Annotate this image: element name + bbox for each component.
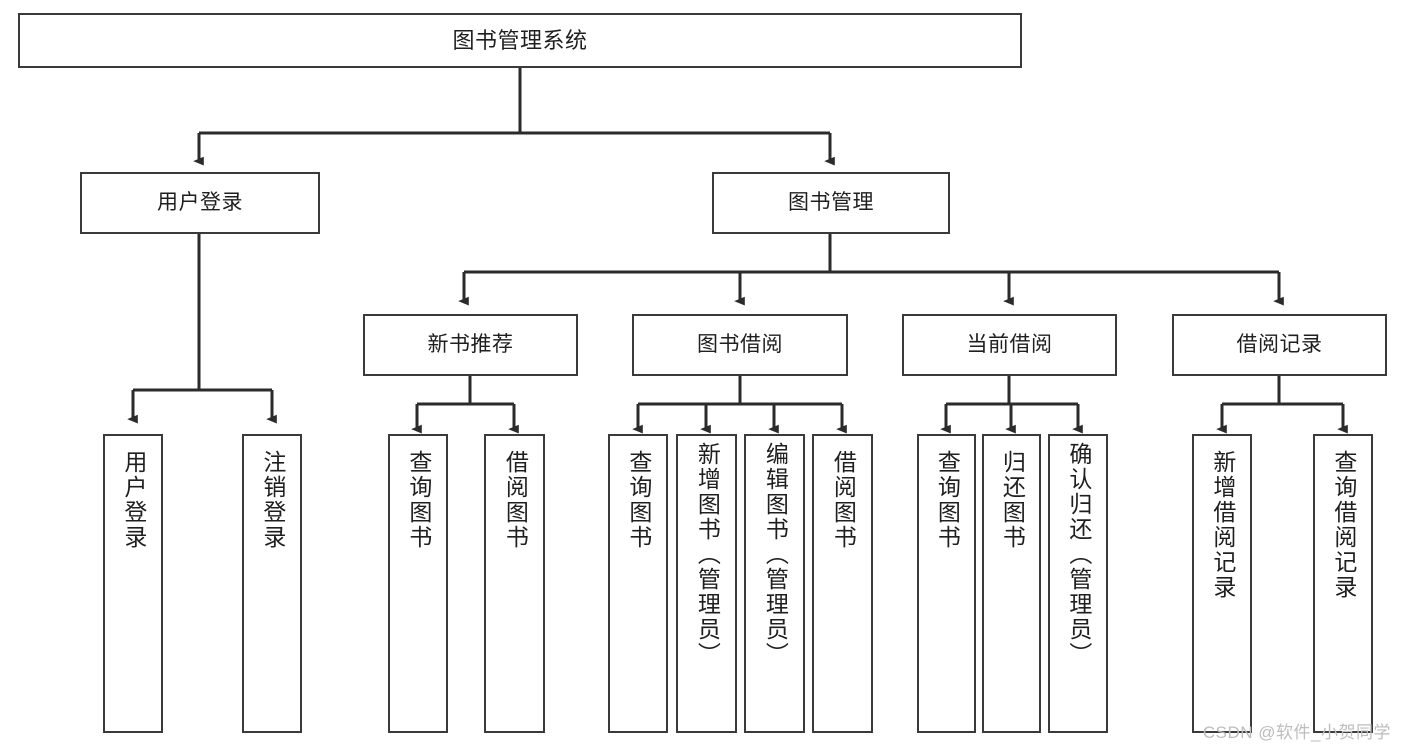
- node-current-borrowing[interactable]: 当前借阅: [902, 314, 1117, 376]
- node-label: 编辑图书（管理员）: [762, 442, 789, 667]
- node-label: 借阅图书: [830, 450, 857, 550]
- node-label: 用户登录: [120, 450, 147, 550]
- node-leaf-user-login[interactable]: 用户登录: [103, 434, 163, 733]
- node-book-borrowing[interactable]: 图书借阅: [632, 314, 848, 376]
- node-label: 新增图书（管理员）: [694, 442, 721, 667]
- node-label: 查询图书: [934, 450, 961, 550]
- node-label: 当前借阅: [966, 332, 1053, 356]
- node-label: 用户登录: [157, 190, 243, 214]
- node-label: 新书推荐: [427, 332, 514, 356]
- node-label: 图书管理系统: [452, 27, 588, 53]
- node-label: 新增借阅记录: [1209, 450, 1236, 600]
- node-leaf-borrow-books-recommendation[interactable]: 借阅图书: [484, 434, 545, 733]
- node-label: 借阅记录: [1236, 332, 1323, 356]
- node-label: 确认归还（管理员）: [1065, 442, 1092, 667]
- node-label: 注销登录: [259, 450, 286, 550]
- node-label: 查询图书: [405, 450, 432, 550]
- node-leaf-return-books[interactable]: 归还图书: [982, 434, 1041, 733]
- node-leaf-logout[interactable]: 注销登录: [242, 434, 302, 733]
- node-label: 借阅图书: [502, 450, 529, 550]
- node-label: 查询图书: [625, 450, 652, 550]
- node-new-book-recommendation[interactable]: 新书推荐: [363, 314, 578, 376]
- node-leaf-borrow-books-borrowing[interactable]: 借阅图书: [812, 434, 873, 733]
- node-leaf-confirm-return-admin[interactable]: 确认归还（管理员）: [1048, 434, 1108, 733]
- node-leaf-add-borrow-record[interactable]: 新增借阅记录: [1192, 434, 1252, 733]
- node-root-library-management-system[interactable]: 图书管理系统: [18, 13, 1022, 68]
- node-leaf-add-book-admin[interactable]: 新增图书（管理员）: [676, 434, 737, 733]
- node-label: 归还图书: [999, 450, 1026, 550]
- node-leaf-query-books-recommendation[interactable]: 查询图书: [388, 434, 448, 733]
- node-leaf-edit-book-admin[interactable]: 编辑图书（管理员）: [744, 434, 805, 733]
- node-leaf-query-borrow-record[interactable]: 查询借阅记录: [1313, 434, 1373, 733]
- node-label: 图书借阅: [697, 332, 783, 356]
- node-user-login[interactable]: 用户登录: [80, 172, 320, 234]
- node-leaf-query-books-borrowing[interactable]: 查询图书: [608, 434, 668, 733]
- node-label: 查询借阅记录: [1330, 450, 1357, 600]
- node-book-management[interactable]: 图书管理: [712, 172, 950, 234]
- node-leaf-query-books-current[interactable]: 查询图书: [917, 434, 976, 733]
- watermark: CSDN @软件_小贺同学: [1202, 723, 1391, 742]
- node-borrowing-records[interactable]: 借阅记录: [1172, 314, 1387, 376]
- node-label: 图书管理: [788, 190, 874, 214]
